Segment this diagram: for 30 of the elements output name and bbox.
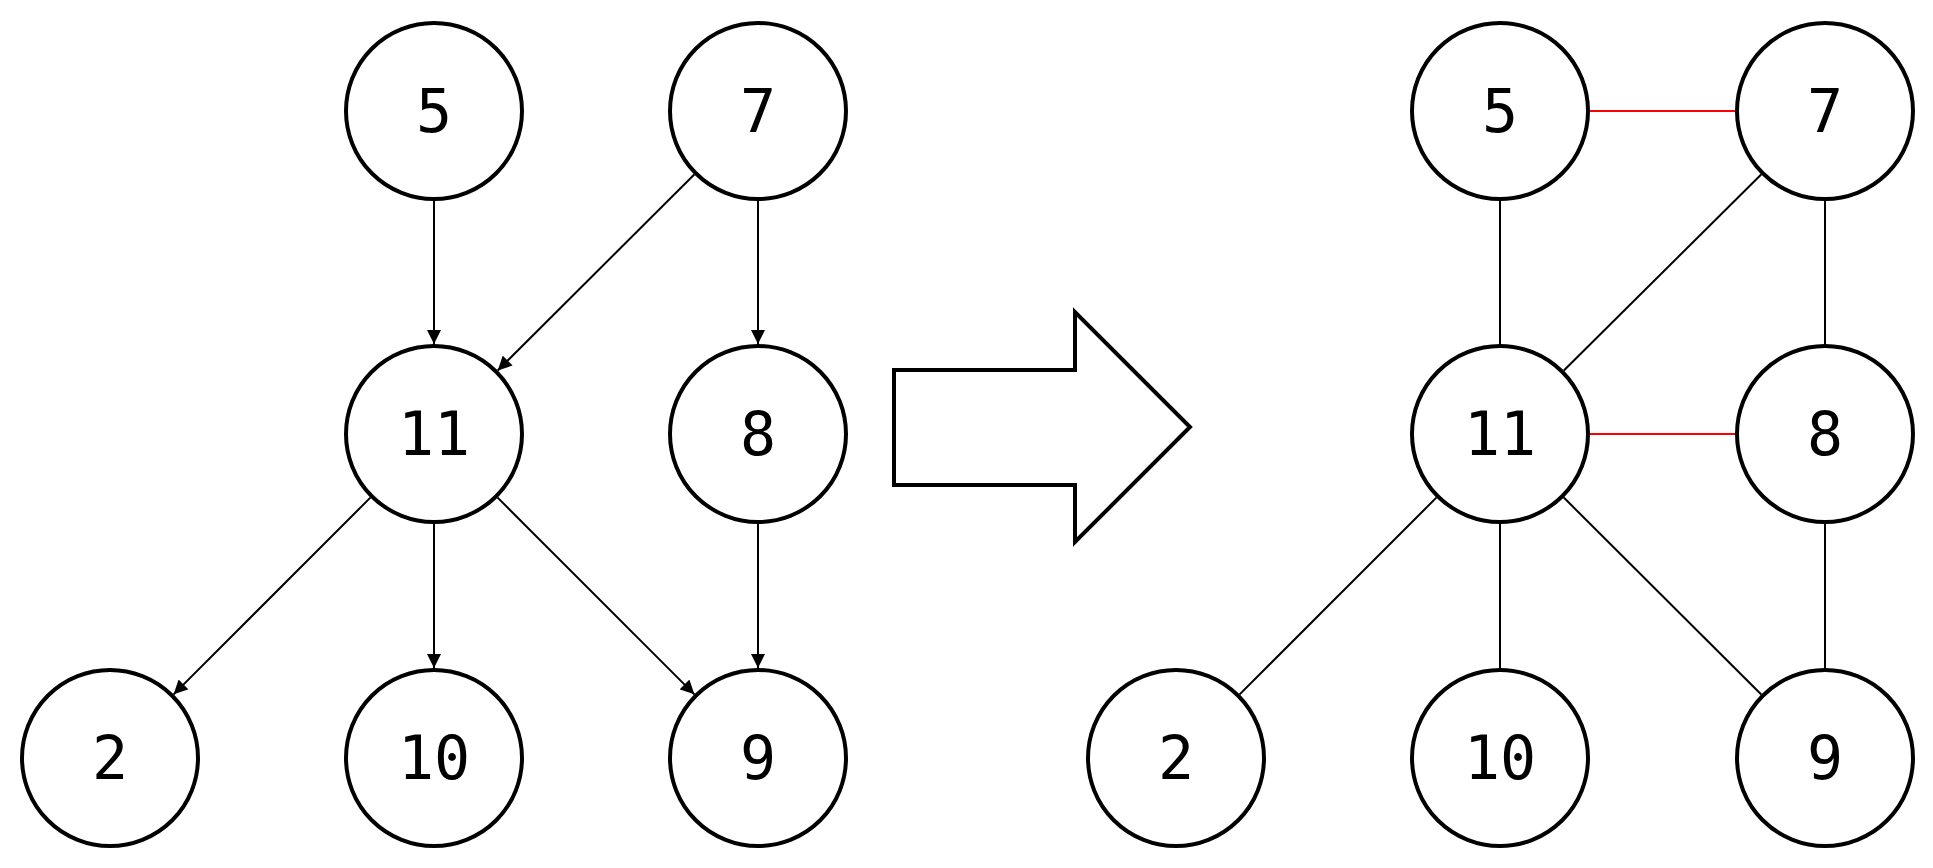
connector-line [1499, 523, 1501, 669]
connector-line [1562, 496, 1763, 696]
connector-line [1824, 523, 1826, 669]
connector-line [1824, 200, 1826, 345]
node-label: 7 [739, 81, 777, 141]
connector-line [1499, 200, 1501, 345]
arrow [751, 200, 765, 345]
node-label: 8 [739, 404, 777, 464]
node-label: 10 [397, 728, 471, 788]
node-label: 2 [91, 728, 129, 788]
arrow [751, 523, 765, 669]
node-label: 8 [1806, 404, 1844, 464]
connector-line [1562, 173, 1763, 372]
node-label: 11 [1463, 404, 1537, 464]
node-label: 7 [1806, 81, 1844, 141]
arrow [172, 496, 372, 696]
node-label: 11 [397, 404, 471, 464]
arrow [496, 496, 696, 696]
connector-line [1589, 110, 1736, 112]
node-label: 9 [1806, 728, 1844, 788]
arrow [496, 173, 696, 372]
node-label: 9 [739, 728, 777, 788]
connector-line [1589, 433, 1736, 435]
arrow [427, 523, 441, 669]
connector-line [1238, 496, 1438, 696]
arrow [427, 200, 441, 345]
node-label: 5 [415, 81, 453, 141]
node-label: 10 [1463, 728, 1537, 788]
node-label: 5 [1481, 81, 1519, 141]
node-label: 2 [1157, 728, 1195, 788]
